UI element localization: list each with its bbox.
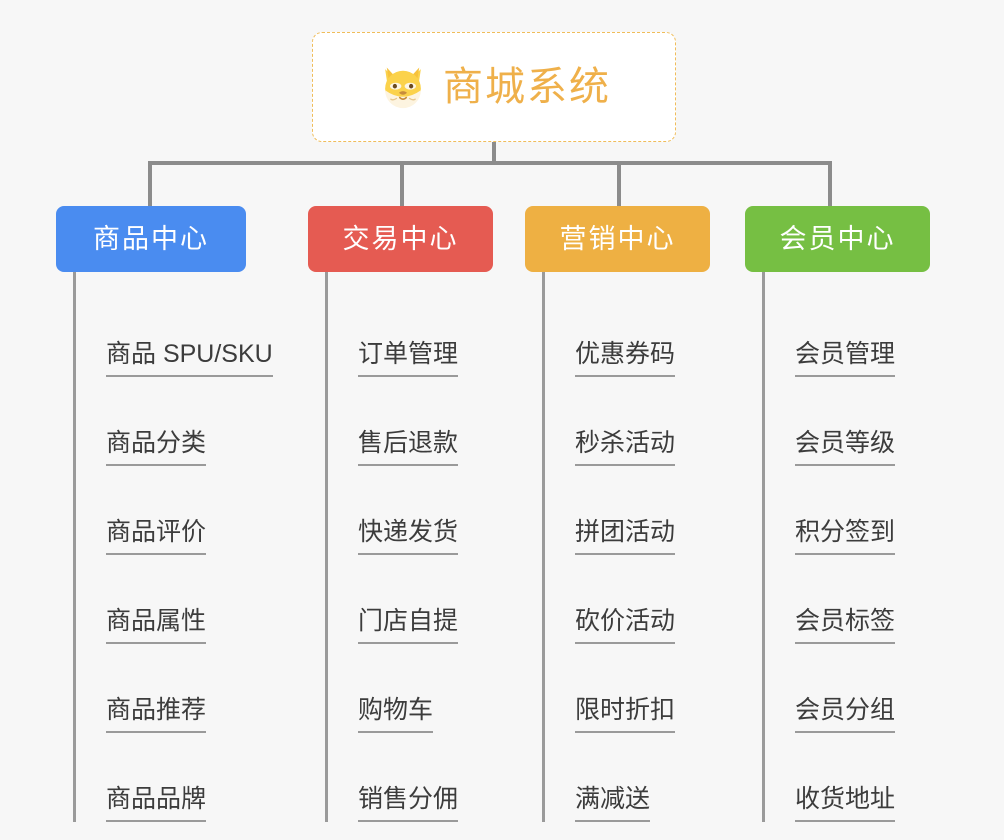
leaf-stack-3: 优惠券码 秒杀活动 拼团活动 砍价活动 限时折扣 满减送: [542, 272, 710, 822]
leaf-label: 会员分组: [795, 696, 896, 733]
leaf-item[interactable]: 拼团活动: [545, 466, 710, 555]
leaf-stack-2: 订单管理 售后退款 快递发货 门店自提 购物车 销售分佣: [325, 272, 493, 822]
leaf-item[interactable]: 收货地址: [765, 733, 930, 822]
leaf-label: 会员等级: [795, 429, 896, 466]
leaf-label: 砍价活动: [575, 607, 676, 644]
leaf-item[interactable]: 订单管理: [328, 288, 493, 377]
leaf-label: 商品属性: [106, 607, 207, 644]
leaf-stack-4: 会员管理 会员等级 积分签到 会员标签 会员分组 收货地址: [762, 272, 930, 822]
category-header-4-label: 会员中心: [779, 223, 896, 254]
horizontal-bus-connector: [148, 161, 832, 165]
leaf-item[interactable]: 秒杀活动: [545, 377, 710, 466]
leaf-item[interactable]: 积分签到: [765, 466, 930, 555]
leaf-item[interactable]: 商品品牌: [76, 733, 246, 822]
category-column-1: 商品中心 商品 SPU/SKU 商品分类 商品评价 商品属性 商品推荐 商品品牌: [56, 206, 273, 822]
drop-connector-3: [617, 161, 621, 208]
leaf-label: 售后退款: [358, 429, 459, 466]
leaf-label: 商品评价: [106, 518, 207, 555]
leaf-item[interactable]: 销售分佣: [328, 733, 493, 822]
leaf-label: 限时折扣: [575, 696, 676, 733]
category-column-3: 营销中心 优惠券码 秒杀活动 拼团活动 砍价活动 限时折扣 满减送: [525, 206, 710, 822]
category-header-2[interactable]: 交易中心: [308, 206, 493, 272]
leaf-label: 积分签到: [795, 518, 896, 555]
leaf-label: 购物车: [358, 696, 434, 733]
category-header-3-label: 营销中心: [559, 223, 676, 254]
category-column-4: 会员中心 会员管理 会员等级 积分签到 会员标签 会员分组 收货地址: [745, 206, 930, 822]
leaf-label: 拼团活动: [575, 518, 676, 555]
leaf-item[interactable]: 商品评价: [76, 466, 246, 555]
leaf-item[interactable]: 会员等级: [765, 377, 930, 466]
leaf-item[interactable]: 商品推荐: [76, 644, 246, 733]
leaf-item[interactable]: 砍价活动: [545, 555, 710, 644]
leaf-item[interactable]: 商品分类: [76, 377, 246, 466]
leaf-label: 会员管理: [795, 340, 896, 377]
leaf-item[interactable]: 售后退款: [328, 377, 493, 466]
category-header-2-label: 交易中心: [342, 223, 459, 254]
leaf-item[interactable]: 商品属性: [76, 555, 246, 644]
leaf-item[interactable]: 会员管理: [765, 288, 930, 377]
category-header-4[interactable]: 会员中心: [745, 206, 930, 272]
root-node[interactable]: 商城系统: [312, 32, 676, 142]
category-header-1-label: 商品中心: [93, 223, 209, 254]
leaf-label: 会员标签: [795, 607, 896, 644]
leaf-label: 门店自提: [358, 607, 459, 644]
drop-connector-4: [828, 161, 832, 208]
drop-connector-2: [400, 161, 404, 208]
leaf-label: 订单管理: [358, 340, 459, 377]
category-column-2: 交易中心 订单管理 售后退款 快递发货 门店自提 购物车 销售分佣: [308, 206, 493, 822]
drop-connector-1: [148, 161, 152, 208]
leaf-item[interactable]: 会员分组: [765, 644, 930, 733]
leaf-label: 商品 SPU/SKU: [106, 340, 273, 377]
leaf-label: 满减送: [575, 785, 651, 822]
leaf-label: 商品品牌: [106, 785, 207, 822]
root-title: 商城系统: [443, 65, 611, 109]
leaf-label: 商品推荐: [106, 696, 207, 733]
category-header-3[interactable]: 营销中心: [525, 206, 710, 272]
leaf-stack-1: 商品 SPU/SKU 商品分类 商品评价 商品属性 商品推荐 商品品牌: [73, 272, 273, 822]
leaf-label: 收货地址: [795, 785, 896, 822]
leaf-item[interactable]: 优惠券码: [545, 288, 710, 377]
category-header-1[interactable]: 商品中心: [56, 206, 246, 272]
leaf-label: 优惠券码: [575, 340, 676, 377]
leaf-item[interactable]: 门店自提: [328, 555, 493, 644]
leaf-item[interactable]: 商品 SPU/SKU: [76, 288, 273, 377]
leaf-item[interactable]: 会员标签: [765, 555, 930, 644]
leaf-item[interactable]: 快递发货: [328, 466, 493, 555]
leaf-label: 秒杀活动: [575, 429, 676, 466]
root-stem-connector: [492, 142, 496, 164]
leaf-item[interactable]: 限时折扣: [545, 644, 710, 733]
leaf-label: 快递发货: [358, 518, 459, 555]
leaf-item[interactable]: 满减送: [545, 733, 710, 822]
shiba-dog-icon: [377, 61, 429, 113]
leaf-label: 商品分类: [106, 429, 207, 466]
leaf-label: 销售分佣: [358, 785, 459, 822]
leaf-item[interactable]: 购物车: [328, 644, 493, 733]
